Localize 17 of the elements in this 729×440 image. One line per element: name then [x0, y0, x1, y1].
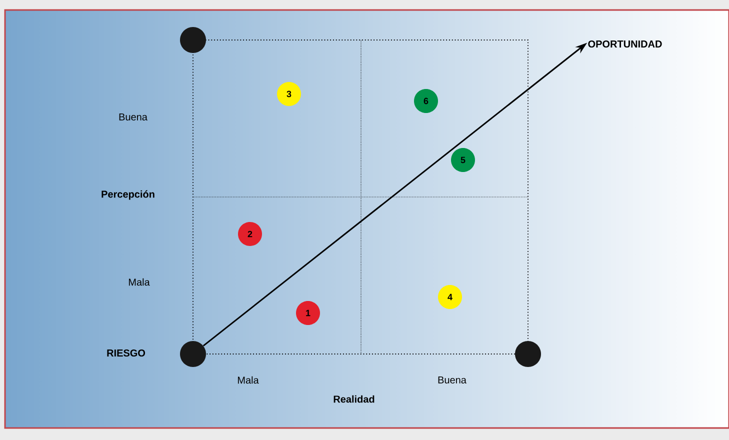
number-badge: 1: [296, 301, 320, 325]
axis-label: Buena: [438, 376, 466, 384]
dot-marker: [180, 27, 206, 53]
number-badge: 5: [451, 148, 475, 172]
dot-marker: [180, 341, 206, 367]
axis-label: Realidad: [334, 395, 374, 403]
number-badge: 2: [238, 222, 262, 246]
axis-label: Mala: [238, 376, 259, 384]
axis-label: Buena: [119, 114, 148, 120]
axis-label: Percepción: [102, 190, 154, 200]
axis-end-label: OPORTUNIDAD: [588, 40, 662, 48]
number-badge: 3: [277, 82, 301, 106]
dot-marker: [515, 341, 541, 367]
axis-label: RIESGO: [107, 349, 146, 357]
number-badge: 4: [438, 285, 462, 309]
number-badge: 6: [414, 89, 438, 113]
axis-label: Mala: [128, 278, 150, 286]
